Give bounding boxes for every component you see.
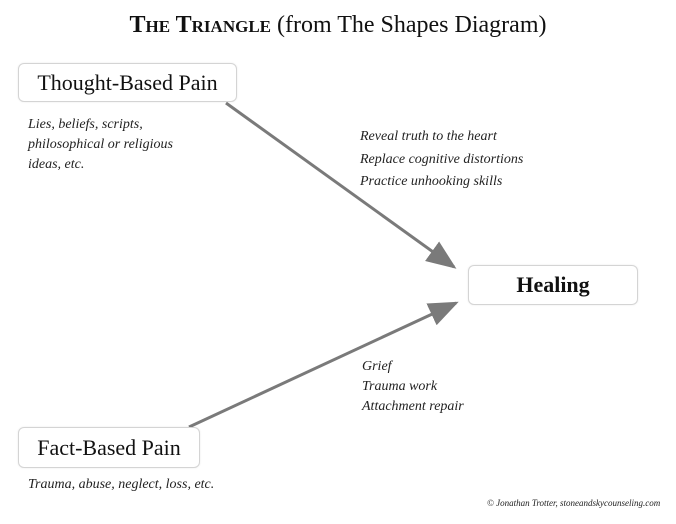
edge-note: Practice unhooking skills — [360, 174, 503, 189]
fact-edge-notes: Grief Trauma work Attachment repair — [362, 357, 464, 417]
node-label: Healing — [516, 272, 590, 297]
edge-note: Replace cognitive distortions — [360, 151, 524, 167]
arrow-thought-to-healing — [225, 101, 457, 269]
edge-note: Attachment repair — [362, 399, 464, 414]
node-label: Fact-Based Pain — [37, 434, 181, 460]
title-bold: The Triangle — [129, 12, 272, 38]
note-line: ideas, etc. — [28, 157, 85, 172]
edge-note: Trauma work — [362, 379, 438, 394]
node-fact-based-pain: Fact-Based Pain — [18, 427, 200, 468]
copyright: © Jonathan Trotter, stoneandskycounselin… — [487, 498, 661, 508]
edge-note: Grief — [362, 359, 392, 374]
node-label: Thought-Based Pain — [37, 69, 218, 95]
note-line: philosophical or religious — [28, 137, 173, 152]
thought-edge-notes: Reveal truth to the heart Replace cognit… — [360, 126, 523, 194]
edge-note: Reveal truth to the heart — [360, 129, 497, 144]
node-thought-based-pain: Thought-Based Pain — [18, 63, 237, 102]
title-subtitle: (from The Shapes Diagram) — [277, 12, 547, 38]
arrow-fact-to-healing — [188, 301, 459, 429]
fact-notes: Trauma, abuse, neglect, loss, etc. — [28, 475, 214, 495]
thought-notes: Lies, beliefs, scripts, philosophical or… — [28, 115, 173, 175]
note-line: Trauma, abuse, neglect, loss, etc. — [28, 477, 215, 492]
node-healing: Healing — [468, 265, 638, 305]
note-line: Lies, beliefs, scripts, — [28, 117, 143, 132]
page-title: The Triangle (from The Shapes Diagram) — [0, 12, 676, 39]
